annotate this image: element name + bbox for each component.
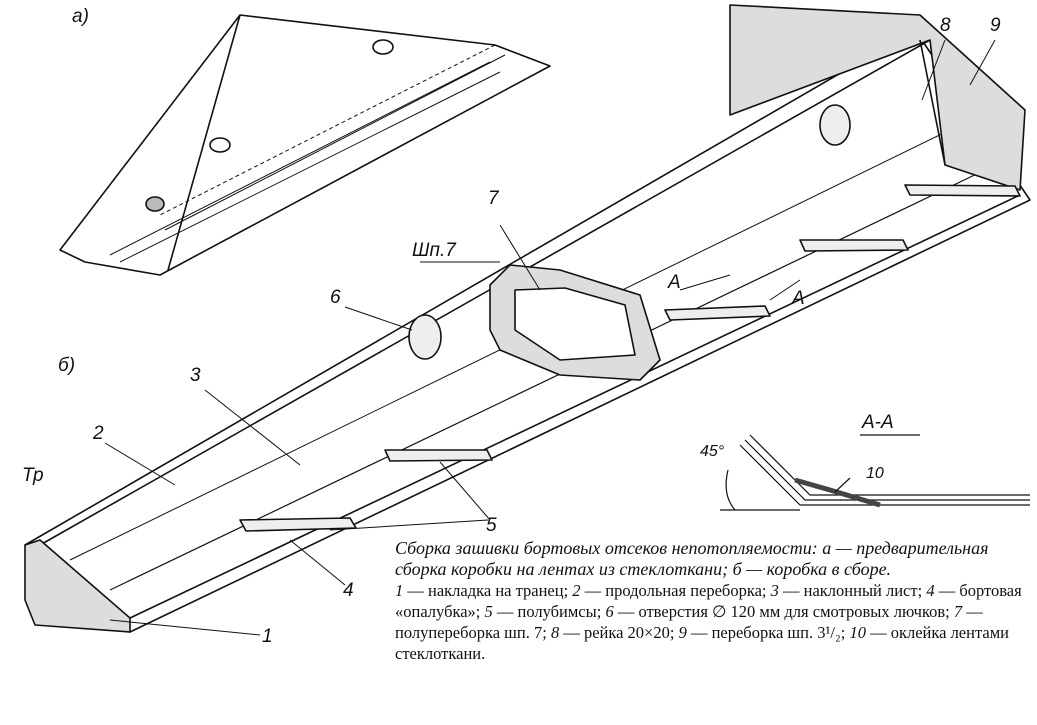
section-a-a-detail: [720, 434, 1030, 511]
callout-10: 10: [866, 465, 884, 482]
callout-1: 1: [262, 626, 273, 647]
section-mark: А: [668, 272, 681, 293]
legend-item: 7 — полупереборка шп. 7;: [395, 602, 983, 642]
legend-item: 8 — рейка 20×20;: [550, 623, 675, 642]
callout-7: 7: [488, 188, 499, 209]
frame-label: Шп.7: [412, 240, 456, 261]
legend-item: 3 — наклонный лист;: [770, 581, 923, 600]
hole-icon: [209, 137, 231, 153]
legend-item: 6 — отверстия ∅ 120 мм для смотровых люч…: [605, 602, 950, 621]
callout-3: 3: [190, 365, 201, 386]
callout-9: 9: [990, 15, 1001, 36]
callout-2: 2: [93, 423, 104, 444]
section-mark: А: [792, 288, 805, 309]
transom-plate: [24, 539, 131, 633]
legend-item: 5 — полубимсы;: [484, 602, 602, 621]
inspection-hole: [819, 104, 851, 146]
transom-label: Тр: [22, 465, 44, 486]
callout-8: 8: [940, 15, 951, 36]
hole-icon: [372, 39, 394, 55]
half-beams: [239, 184, 1021, 532]
view-b-label: б): [58, 355, 76, 376]
legend-item: 9 — переборка шп. 3¹/₂;: [678, 623, 846, 642]
angle-label: 45°: [700, 443, 725, 460]
callout-6: 6: [330, 287, 341, 308]
caption-legend: 1 — накладка на транец; 2 — продольная п…: [395, 580, 1035, 664]
legend-item: 1 — накладка на транец;: [395, 581, 569, 600]
legend-item: 4 — бортовая «опалубка»;: [395, 581, 1022, 621]
caption-title: Сборка зашивки бортовых отсеков непотопл…: [395, 538, 989, 579]
hole-icon: [145, 196, 165, 212]
assembled-box: [24, 4, 1031, 636]
callout-4: 4: [343, 580, 354, 601]
legend-item: 2 — продольная переборка;: [572, 581, 767, 600]
inspection-hole-6: [408, 314, 442, 360]
figure-caption: Сборка зашивки бортовых отсеков непотопл…: [395, 538, 1035, 664]
preassembled-box-panel: [59, 14, 551, 276]
section-title: А-А: [862, 412, 894, 433]
callout-5: 5: [486, 515, 497, 536]
view-a-label: а): [72, 6, 89, 27]
bulkhead-frame-3-5: [729, 4, 1026, 191]
legend-item: 10 — оклейка лентами стеклоткани.: [395, 623, 1009, 663]
